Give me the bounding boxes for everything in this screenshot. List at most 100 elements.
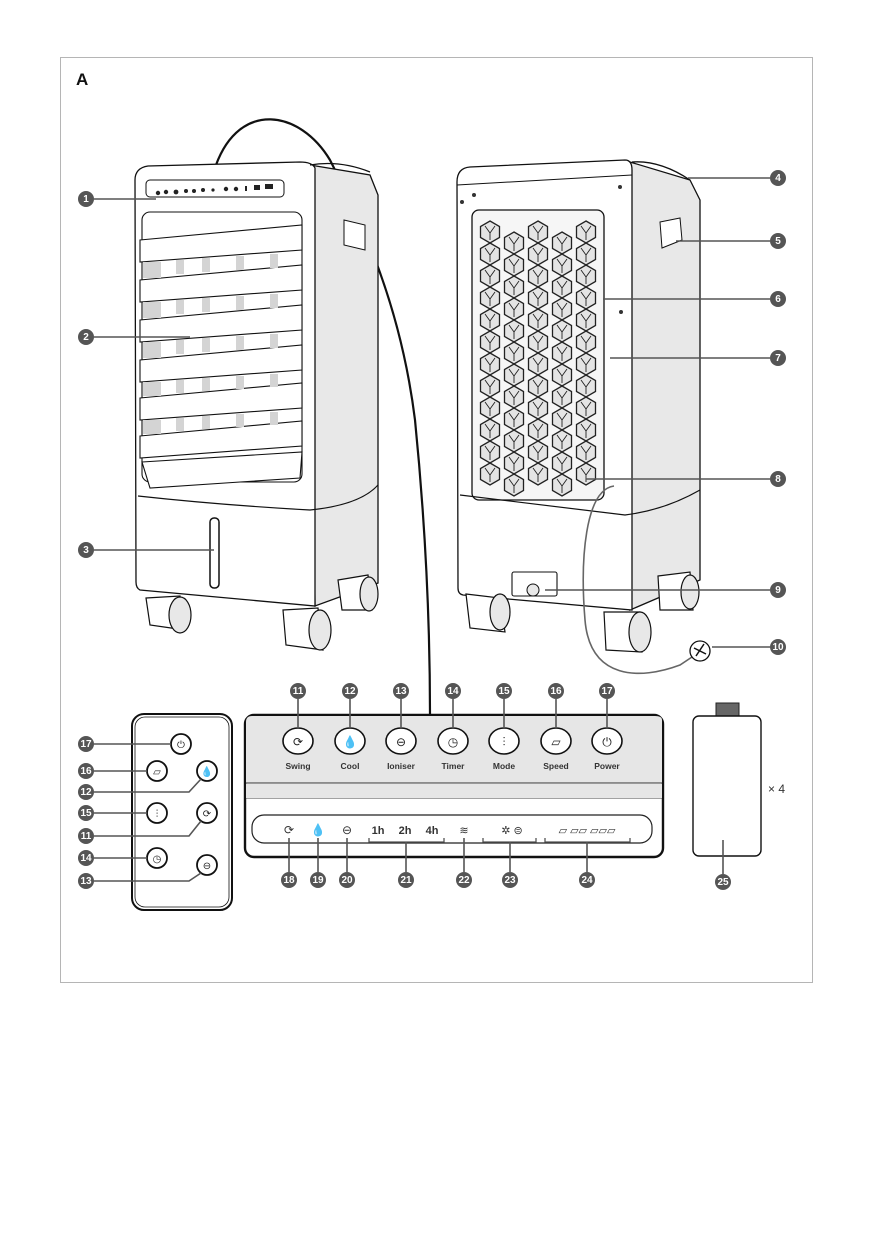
control-panel: ⟳Swing💧Cool⊖Ioniser◷Timer⫶Mode▱Speed⏻Pow… xyxy=(243,713,665,859)
callout-number: 3 xyxy=(83,545,89,556)
remote-callout-15: 15 xyxy=(78,805,147,821)
callout-number: 2 xyxy=(83,332,89,343)
filter-cell xyxy=(503,341,525,365)
filter-cell xyxy=(551,253,573,277)
remote-callout-14: 14 xyxy=(78,850,147,866)
display-strip-icons xyxy=(155,184,273,196)
panel-button-swing[interactable]: ⟳Swing xyxy=(282,727,314,771)
remote-button-ioniser[interactable]: ⊖ xyxy=(196,854,218,876)
panel-button-label: Power xyxy=(594,761,620,771)
callout-3: 3 xyxy=(78,542,214,558)
filter-cell xyxy=(503,319,525,343)
callout-number: 1 xyxy=(83,194,89,205)
front-display-strip xyxy=(145,179,285,198)
callout-number: 10 xyxy=(772,642,784,653)
callout-number: 12 xyxy=(344,686,356,697)
swing-icon: ⟳ xyxy=(293,735,303,749)
callout-2: 2 xyxy=(78,329,190,345)
cool-icon: 💧 xyxy=(343,735,358,749)
callout-15: 15 xyxy=(496,683,512,728)
panel-button-label: Speed xyxy=(543,761,569,771)
filter-cell xyxy=(551,407,573,431)
callout-number: 23 xyxy=(504,875,516,886)
filter-cell xyxy=(527,264,549,288)
filter-cell xyxy=(479,374,501,398)
callout-14: 14 xyxy=(445,683,461,728)
rear-unit xyxy=(456,159,711,675)
filter-cell xyxy=(479,396,501,420)
callout-number: 14 xyxy=(447,686,459,697)
callout-number: 8 xyxy=(775,474,781,485)
natural-mode-icon: ≋ xyxy=(459,825,468,837)
panel-button-power[interactable]: ⏻Power xyxy=(591,727,623,771)
swing-indicator-icon: ⟳ xyxy=(284,823,294,837)
remote-button-swing[interactable]: ⟳ xyxy=(196,802,218,824)
filter-cell xyxy=(527,396,549,420)
filter-cell xyxy=(503,385,525,409)
filter-cell xyxy=(551,231,573,255)
callout-16: 16 xyxy=(548,683,564,728)
panel-button-label: Mode xyxy=(493,761,515,771)
remote-callout-11: 11 xyxy=(78,820,202,844)
remote-button-timer[interactable]: ◷ xyxy=(146,847,168,869)
filter-cell xyxy=(503,407,525,431)
remote-button-mode[interactable]: ⫶ xyxy=(146,802,168,824)
filter-cell xyxy=(479,330,501,354)
remote-button-speed[interactable]: ▱ xyxy=(146,760,168,782)
callout-number: 15 xyxy=(80,808,92,819)
filter-cell xyxy=(551,275,573,299)
ioniser-icon: ⊖ xyxy=(396,735,406,749)
remote-button-cool[interactable]: 💧 xyxy=(196,760,218,782)
cool-indicator-icon: 💧 xyxy=(311,823,326,837)
callout-number: 21 xyxy=(400,875,412,886)
callout-6: 6 xyxy=(603,291,786,307)
rear-power-cord xyxy=(582,485,696,675)
figure-frame xyxy=(60,57,813,983)
front-louvres xyxy=(139,211,303,489)
filter-cell xyxy=(527,440,549,464)
filter-cell xyxy=(527,462,549,486)
panel-button-mode[interactable]: ⫶Mode xyxy=(488,727,520,771)
filter-cell xyxy=(503,473,525,497)
filter-cell xyxy=(527,374,549,398)
filter-cell xyxy=(551,319,573,343)
speed-icon: ▱ xyxy=(153,767,161,778)
filter-cell xyxy=(479,440,501,464)
callout-number: 13 xyxy=(80,876,92,887)
remote-callout-17: 17 xyxy=(78,736,171,752)
callout-22: 22 xyxy=(456,838,472,888)
remote-callout-13: 13 xyxy=(78,872,202,889)
filter-cell xyxy=(479,462,501,486)
filter-cell xyxy=(479,418,501,442)
ice-pack-cap xyxy=(715,702,740,717)
filter-cell xyxy=(575,352,597,376)
panel-button-timer[interactable]: ◷Timer xyxy=(437,727,469,771)
front-unit xyxy=(134,118,432,716)
callout-number: 19 xyxy=(312,875,324,886)
callout-number: 17 xyxy=(80,739,92,750)
callout-number: 16 xyxy=(550,686,562,697)
callout-25: 25 xyxy=(715,840,731,890)
callout-7: 7 xyxy=(610,350,786,366)
callout-1: 1 xyxy=(78,191,156,207)
callout-number: 9 xyxy=(775,585,781,596)
callout-24: 24 xyxy=(579,842,595,888)
filter-cell xyxy=(479,242,501,266)
filter-cell xyxy=(575,440,597,464)
panel-button-speed[interactable]: ▱Speed xyxy=(540,727,572,771)
callout-number: 12 xyxy=(80,787,92,798)
filter-cell xyxy=(527,220,549,244)
filter-cell xyxy=(503,231,525,255)
panel-button-label: Ioniser xyxy=(387,761,416,771)
filter-cell xyxy=(575,220,597,244)
callout-number: 13 xyxy=(395,686,407,697)
filter-cell xyxy=(575,418,597,442)
remote-button-power[interactable]: ⏻ xyxy=(170,733,192,755)
filter-cell xyxy=(551,385,573,409)
filter-cell xyxy=(503,429,525,453)
filter-cell xyxy=(575,264,597,288)
callout-number: 15 xyxy=(498,686,510,697)
panel-button-ioniser[interactable]: ⊖ Ioniser xyxy=(385,727,417,771)
callout-number: 11 xyxy=(293,686,304,697)
callout-number: 6 xyxy=(775,294,781,305)
